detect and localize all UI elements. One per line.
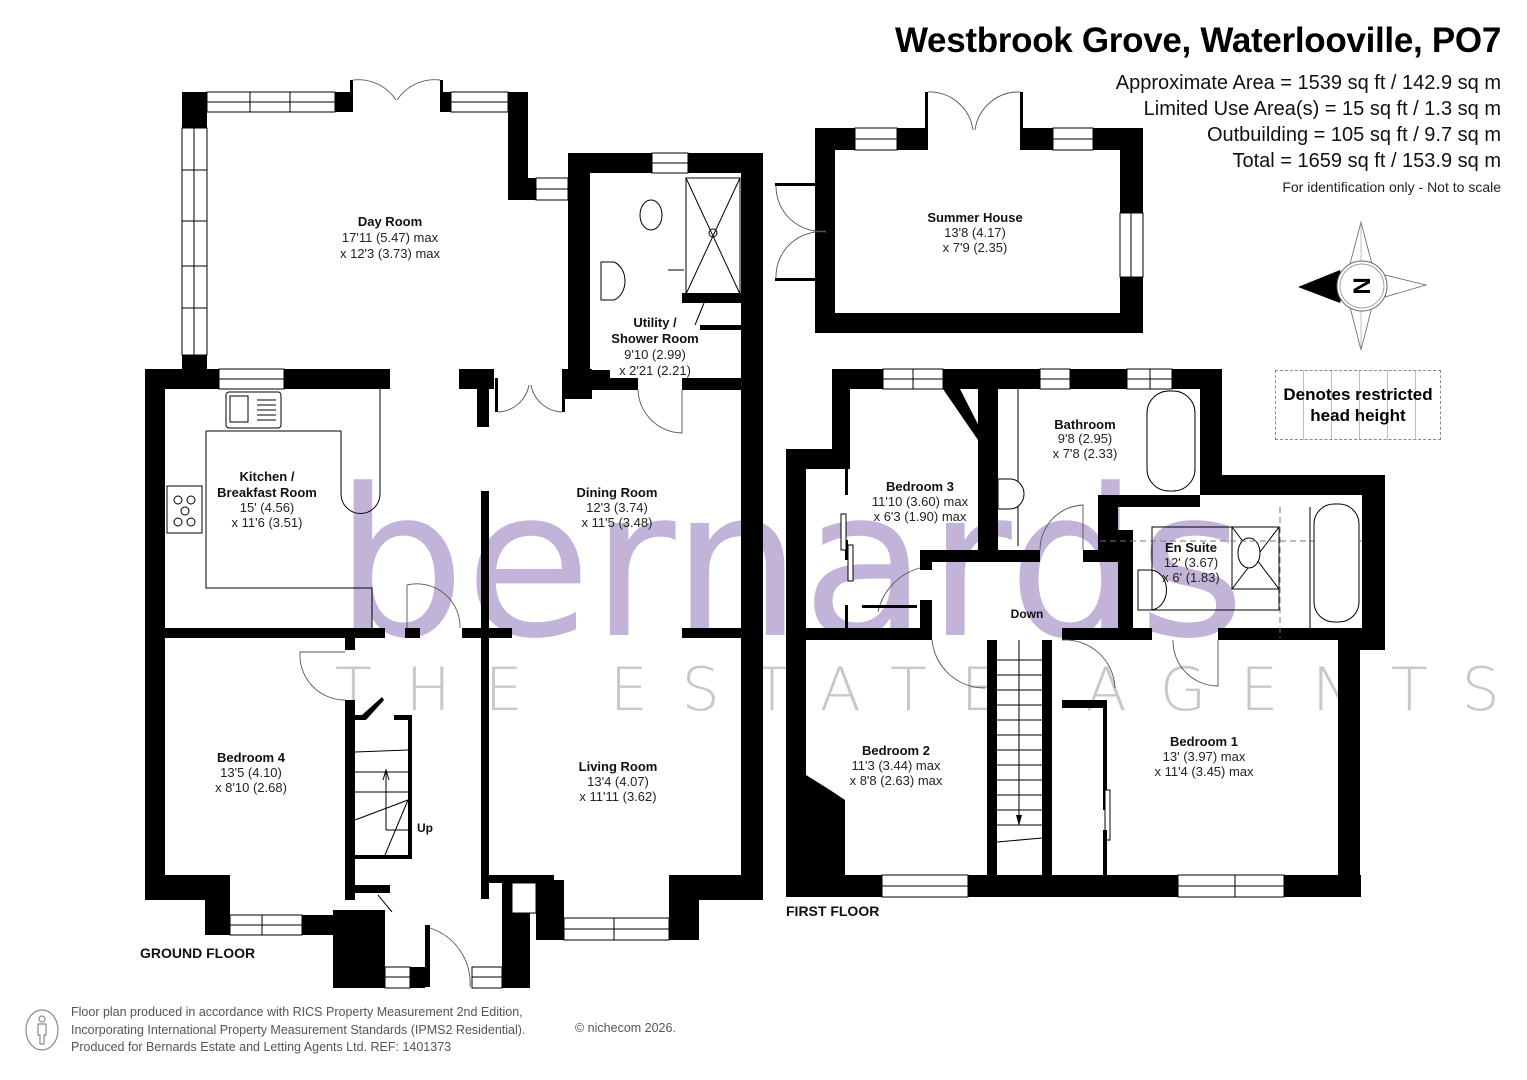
drainer-icon <box>257 399 276 421</box>
svg-text:13' (3.97) max: 13' (3.97) max <box>1163 749 1246 764</box>
title-block: Westbrook Grove, Waterlooville, PO7 Appr… <box>895 20 1501 198</box>
room-label-dining-room: Dining Room 12'3 (3.74) x 11'5 (3.48) <box>577 485 658 530</box>
room-label-bedroom-4: Bedroom 4 13'5 (4.10) x 8'10 (2.68) <box>215 750 287 795</box>
ground-floor-plan: Up <box>145 79 763 989</box>
scale-disclaimer: For identification only - Not to scale <box>1282 179 1501 195</box>
svg-text:Bathroom: Bathroom <box>1054 417 1115 432</box>
svg-text:x 11'6 (3.51): x 11'6 (3.51) <box>232 515 303 530</box>
svg-text:Shower Room: Shower Room <box>611 331 698 346</box>
page-title: Westbrook Grove, Waterlooville, PO7 <box>894 21 1501 60</box>
copyright: © nichecom 2026. <box>575 1021 676 1035</box>
restricted-head-height-legend: Denotes restricted head height <box>1275 370 1441 440</box>
footer-line-2: Incorporating International Property Mea… <box>71 1022 526 1037</box>
svg-text:Bedroom 2: Bedroom 2 <box>862 743 930 758</box>
limited-use-area: Limited Use Area(s) = 15 sq ft / 1.3 sq … <box>1143 98 1501 120</box>
svg-text:Breakfast Room: Breakfast Room <box>217 485 317 500</box>
svg-text:x 11'4 (3.45) max: x 11'4 (3.45) max <box>1154 764 1254 779</box>
svg-text:15' (4.56): 15' (4.56) <box>240 500 295 515</box>
compass-rose-icon: N <box>1298 220 1428 351</box>
svg-text:x 6' (1.83): x 6' (1.83) <box>1162 570 1219 585</box>
room-label-en-suite: En Suite 12' (3.67) x 6' (1.83) <box>1162 540 1219 585</box>
svg-text:13'5 (4.10): 13'5 (4.10) <box>220 765 282 780</box>
svg-text:Summer House: Summer House <box>927 210 1022 225</box>
room-label-bedroom-3: Bedroom 3 11'10 (3.60) max x 6'3 (1.90) … <box>872 479 969 524</box>
svg-text:x 11'11 (3.62): x 11'11 (3.62) <box>579 789 656 804</box>
svg-text:11'3 (3.44) max: 11'3 (3.44) max <box>852 758 941 773</box>
svg-text:9'10 (2.99): 9'10 (2.99) <box>624 347 686 362</box>
room-label-bathroom: Bathroom 9'8 (2.95) x 7'8 (2.33) <box>1053 417 1118 461</box>
footer: Floor plan produced in accordance with R… <box>20 1004 676 1057</box>
first-floor-plan: Down <box>786 368 1385 898</box>
svg-text:En Suite: En Suite <box>1165 540 1217 555</box>
legend-line-1: Denotes restricted <box>1283 385 1433 404</box>
svg-text:x 12'3 (3.73) max: x 12'3 (3.73) max <box>340 246 441 261</box>
svg-text:x 7'8 (2.33): x 7'8 (2.33) <box>1053 446 1118 461</box>
footer-line-1: Floor plan produced in accordance with R… <box>71 1005 523 1019</box>
outbuilding-area: Outbuilding = 105 sq ft / 9.7 sq m <box>1206 124 1501 146</box>
svg-text:Bedroom 4: Bedroom 4 <box>217 750 286 765</box>
stairs-up-label: Up <box>417 821 433 835</box>
first-floor-label: FIRST FLOOR <box>786 903 879 919</box>
stair-treads <box>996 640 1043 843</box>
footer-text: Floor plan produced in accordance with R… <box>71 1004 525 1057</box>
svg-text:x 8'10 (2.68): x 8'10 (2.68) <box>215 780 287 795</box>
legend-line-2: head height <box>1310 406 1406 425</box>
svg-text:Utility /: Utility / <box>633 315 677 330</box>
svg-text:x 6'3 (1.90) max: x 6'3 (1.90) max <box>874 509 967 524</box>
approximate-area: Approximate Area = 1539 sq ft / 142.9 sq… <box>1115 72 1501 94</box>
room-label-kitchen-breakfast-room: Kitchen / Breakfast Room 15' (4.56) x 11… <box>217 469 317 530</box>
svg-text:Bedroom 1: Bedroom 1 <box>1170 734 1238 749</box>
room-label-day-room: Day Room 17'11 (5.47) max x 12'3 (3.73) … <box>340 214 441 261</box>
total-area: Total = 1659 sq ft / 153.9 sq m <box>1232 150 1502 172</box>
svg-text:13'8 (4.17): 13'8 (4.17) <box>944 225 1006 240</box>
svg-text:x 7'9 (2.35): x 7'9 (2.35) <box>943 240 1008 255</box>
svg-text:Day Room: Day Room <box>358 214 422 229</box>
ground-floor-label: GROUND FLOOR <box>140 945 255 961</box>
svg-text:12' (3.67): 12' (3.67) <box>1164 555 1219 570</box>
svg-text:17'11 (5.47) max: 17'11 (5.47) max <box>342 230 439 245</box>
legend-text: Denotes restricted head height <box>1283 384 1432 426</box>
svg-text:x 11'5 (3.48): x 11'5 (3.48) <box>582 515 653 530</box>
svg-text:9'8 (2.95): 9'8 (2.95) <box>1058 431 1113 446</box>
svg-text:Kitchen /: Kitchen / <box>240 469 295 484</box>
svg-text:Living Room: Living Room <box>579 759 658 774</box>
room-label-living-room: Living Room 13'4 (4.07) x 11'11 (3.62) <box>579 759 658 804</box>
stairs-down-label: Down <box>1011 607 1044 621</box>
room-label-utility-shower-room: Utility / Shower Room 9'10 (2.99) x 2'21… <box>611 315 698 378</box>
svg-text:13'4 (4.07): 13'4 (4.07) <box>587 774 649 789</box>
room-label-bedroom-1: Bedroom 1 13' (3.97) max x 11'4 (3.45) m… <box>1154 734 1254 779</box>
svg-text:x 8'8 (2.63) max: x 8'8 (2.63) max <box>850 773 943 788</box>
svg-text:Bedroom 3: Bedroom 3 <box>886 479 954 494</box>
svg-text:12'3 (3.74): 12'3 (3.74) <box>586 500 648 515</box>
svg-text:11'10 (3.60) max: 11'10 (3.60) max <box>872 494 969 509</box>
compass-north-label: N <box>1349 277 1376 294</box>
cooker-icon <box>166 485 203 534</box>
watermark-tagline: THE ESTATE AGENTS <box>335 655 1527 725</box>
svg-text:Dining Room: Dining Room <box>577 485 658 500</box>
footer-line-3: Produced for Bernards Estate and Letting… <box>71 1040 452 1054</box>
svg-text:x 2'21 (2.21): x 2'21 (2.21) <box>619 363 691 378</box>
room-label-summer-house: Summer House 13'8 (4.17) x 7'9 (2.35) <box>927 210 1022 255</box>
room-label-bedroom-2: Bedroom 2 11'3 (3.44) max x 8'8 (2.63) m… <box>850 743 943 788</box>
person-measurement-icon <box>25 1009 59 1051</box>
summer-house-plan <box>775 91 1144 333</box>
